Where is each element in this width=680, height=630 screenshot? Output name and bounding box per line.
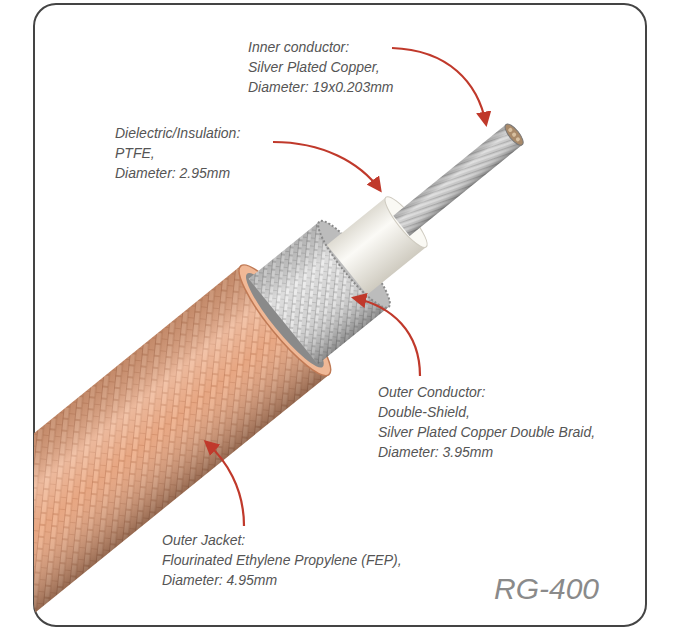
strand-end: [515, 136, 521, 142]
material-note: Flourinated Ethylene Propylene (FEP),: [162, 551, 402, 569]
dimension: Diameter: 3.95mm: [378, 443, 493, 461]
part-name: Outer Jacket:: [162, 531, 245, 549]
leader-line: [273, 142, 380, 190]
model-name: RG-400: [494, 572, 599, 606]
conductor-shading: [393, 125, 522, 236]
material-note: Double-Shield,: [378, 403, 470, 421]
conductor-tip: [502, 121, 526, 147]
part-name: Dielectric/Insulation:: [115, 124, 240, 142]
leader-line: [206, 442, 244, 526]
dimension: Diameter: 4.95mm: [162, 571, 277, 589]
part-name: Inner conductor:: [248, 38, 349, 56]
leader-line: [392, 48, 486, 124]
dimension: Diameter: 19x0.203mm: [248, 78, 394, 96]
material-note: Silver Plated Copper Double Braid,: [378, 423, 595, 441]
material-note: Silver Plated Copper,: [248, 58, 380, 76]
material-note: PTFE,: [115, 144, 155, 162]
leader-line: [354, 298, 420, 376]
strand-end: [511, 132, 517, 138]
part-name: Outer Conductor:: [378, 383, 485, 401]
dimension: Diameter: 2.95mm: [115, 164, 230, 182]
strand-end: [508, 127, 514, 133]
cable: [34, 77, 562, 626]
inner-conductor: [393, 125, 522, 236]
